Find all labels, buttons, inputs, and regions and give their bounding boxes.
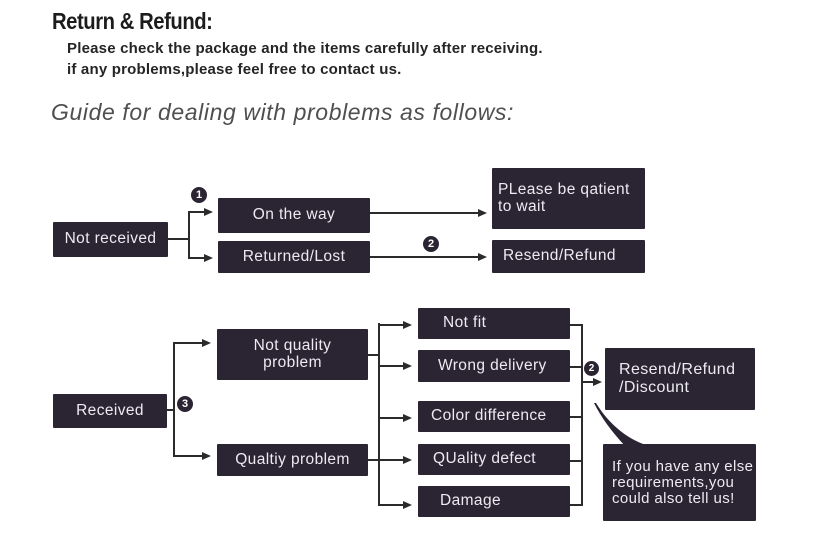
step-badge-1: 1 bbox=[191, 187, 207, 203]
node-damage: Damage bbox=[418, 486, 570, 517]
node-color-difference: Color difference bbox=[418, 401, 570, 432]
node-not-quality-problem: Not quality problem bbox=[217, 329, 368, 380]
node-quality-defect: QUality defect bbox=[418, 444, 570, 475]
intro-line-1: Please check the package and the items c… bbox=[67, 40, 543, 57]
step-badge-2-top: 2 bbox=[423, 236, 439, 252]
node-returned-lost: Returned/Lost bbox=[218, 241, 370, 273]
step-badge-3: 3 bbox=[177, 396, 193, 412]
node-be-patient: PLease be qatient to wait bbox=[492, 168, 645, 229]
node-not-fit: Not fit bbox=[418, 308, 570, 339]
step-badge-2-bottom: 2 bbox=[584, 361, 599, 376]
node-wrong-delivery: Wrong delivery bbox=[418, 350, 570, 382]
node-resend-refund: Resend/Refund bbox=[492, 240, 645, 273]
guide-heading: Guide for dealing with problems as follo… bbox=[51, 99, 515, 125]
intro-line-2: if any problems,please feel free to cont… bbox=[67, 61, 402, 78]
node-received: Received bbox=[53, 394, 167, 428]
node-not-received: Not received bbox=[53, 222, 168, 257]
node-on-the-way: On the way bbox=[218, 198, 370, 233]
node-quality-problem: Qualtiy problem bbox=[217, 444, 368, 476]
page-title: Return & Refund: bbox=[52, 8, 213, 34]
speech-bubble-note: If you have any else requirements,you co… bbox=[603, 444, 756, 521]
speech-bubble-tail bbox=[594, 403, 652, 447]
node-resend-refund-discount: Resend/Refund /Discount bbox=[605, 348, 755, 410]
